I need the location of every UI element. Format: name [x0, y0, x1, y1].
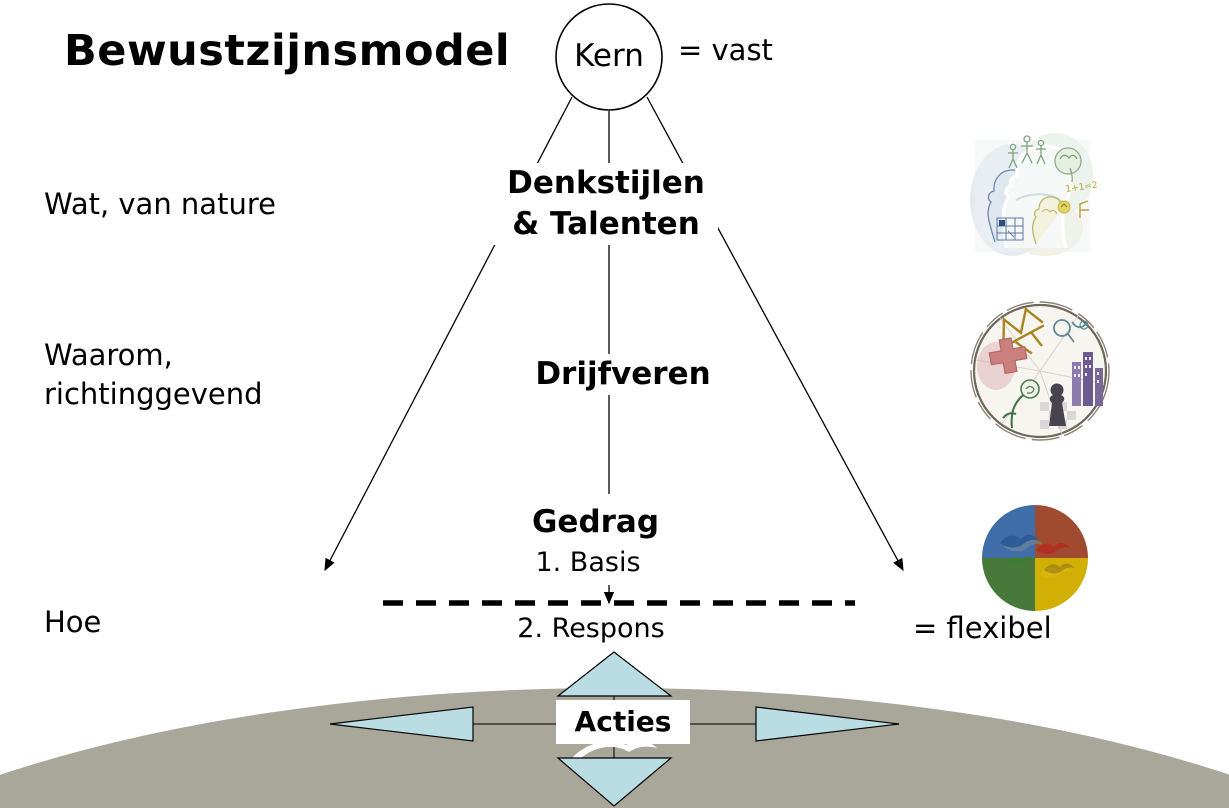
level-gedrag: Gedrag: [508, 502, 683, 543]
row-label-what: Wat, van nature: [44, 187, 276, 221]
chess-icon: [1040, 383, 1076, 429]
legend-fixed: = vast: [678, 33, 773, 67]
buildings-icon: [1072, 352, 1103, 406]
quadrant-green: [982, 558, 1035, 611]
row-label-why-line2: richtinggevend: [44, 377, 263, 411]
core-circle: [555, 3, 663, 111]
gull-birds-icon: [1000, 534, 1075, 578]
arrow-right-triangle: [755, 706, 900, 742]
arrow-left-triangle: [329, 706, 474, 742]
legend-flexible: = flexibel: [913, 611, 1052, 645]
analysis-icon: [1053, 319, 1089, 343]
four-color-disc-illustration: [982, 505, 1088, 611]
crane-icon: [1079, 200, 1089, 218]
row-label-why-line1: Waarom,: [44, 338, 173, 372]
denkstijlen-line2: & Talenten: [512, 206, 700, 242]
page-title: Bewustzijnsmodel: [64, 26, 511, 76]
row-label-how: Hoe: [44, 605, 102, 639]
thinking-heads-illustration: 1+1=2: [970, 133, 1098, 256]
gedrag-item-respons: 2. Respons: [517, 613, 665, 644]
sun-icon: [1057, 200, 1071, 214]
core-label: Kern: [574, 38, 644, 74]
level-drijfveren: Drijfveren: [520, 354, 726, 395]
drives-wheel-illustration: [970, 301, 1110, 441]
row-label-why: Waarom, richtinggevend: [44, 336, 324, 414]
level-denkstijlen-talenten: Denkstijlen & Talenten: [494, 163, 718, 245]
actions-label: Acties: [556, 700, 690, 744]
gedrag-item-basis: 1. Basis: [535, 547, 641, 578]
white-bird-shape: [573, 741, 657, 759]
denkstijlen-line1: Denkstijlen: [507, 165, 705, 201]
red-cross-icon: [988, 337, 1028, 375]
arrow-up-triangle: [556, 651, 673, 697]
quadrant-blue: [982, 505, 1035, 558]
stick-figures-icon: [1008, 135, 1046, 169]
green-head-icon: [1054, 147, 1082, 175]
arrow-down-triangle: [556, 757, 673, 807]
rose-icon: [1002, 379, 1040, 429]
yellow-head-icon: [1031, 196, 1063, 245]
blueprint-grid-icon: [996, 217, 1024, 241]
formula-text: 1+1=2: [1065, 181, 1098, 195]
